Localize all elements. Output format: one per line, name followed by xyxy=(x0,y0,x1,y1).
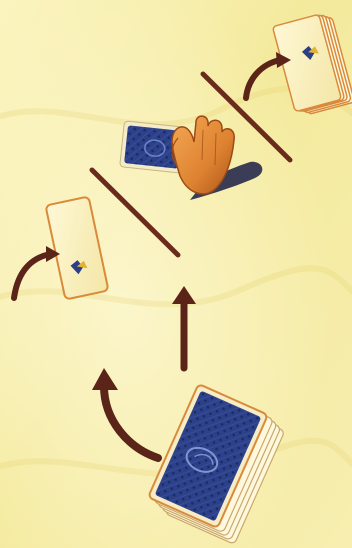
card-flow-illustration xyxy=(0,0,352,548)
